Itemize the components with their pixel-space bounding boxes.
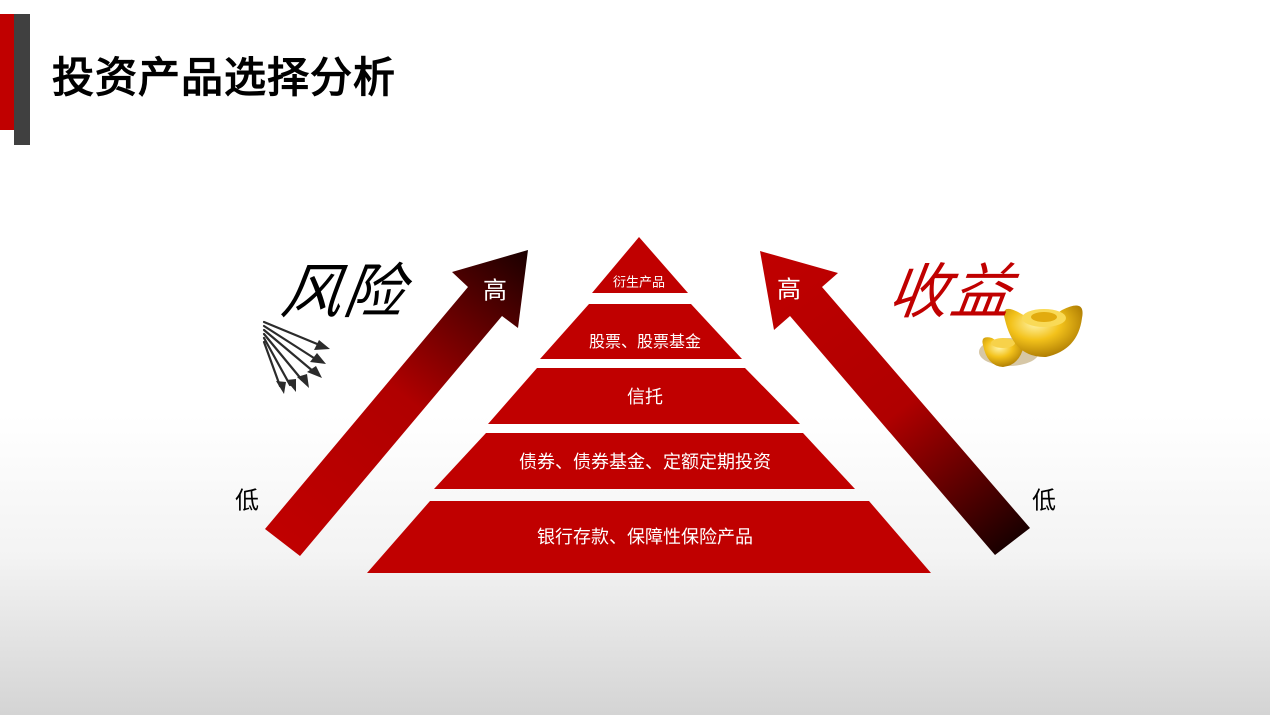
pyramid-tier-4-label: 债券、债券基金、定额定期投资 bbox=[519, 452, 771, 473]
return-arrow bbox=[760, 251, 1030, 555]
gold-ingot-icon bbox=[979, 305, 1083, 367]
risk-high-label: 高 bbox=[483, 276, 507, 305]
arrows-bundle-icon bbox=[262, 320, 330, 394]
pyramid-tier-1 bbox=[592, 237, 688, 293]
pyramid-tier-2 bbox=[540, 304, 742, 359]
pyramid-tier-5-label: 银行存款、保障性保险产品 bbox=[537, 527, 753, 548]
pyramid-tier-3 bbox=[488, 368, 800, 424]
title-accent-bar-red bbox=[0, 14, 14, 130]
risk-arrow bbox=[265, 250, 528, 556]
pyramid-tier-4 bbox=[434, 433, 855, 489]
return-label: 收益 bbox=[884, 257, 1019, 328]
title-accent-bar-gray bbox=[14, 14, 30, 145]
return-high-label: 高 bbox=[777, 275, 801, 304]
return-low-label: 低 bbox=[1032, 486, 1056, 515]
risk-label: 风险 bbox=[277, 257, 412, 328]
page-title: 投资产品选择分析 bbox=[52, 53, 397, 102]
pyramid-tier-3-label: 信托 bbox=[627, 387, 663, 408]
pyramid-tier-1-label: 衍生产品 bbox=[612, 275, 666, 291]
pyramid-tier-2-label: 股票、股票基金 bbox=[588, 332, 702, 351]
risk-low-label: 低 bbox=[235, 486, 259, 515]
pyramid-tier-5 bbox=[367, 501, 931, 573]
